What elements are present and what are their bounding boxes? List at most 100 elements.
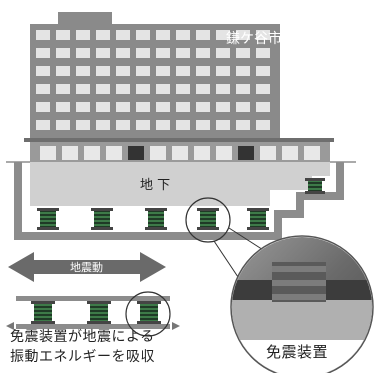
podium-window <box>150 146 166 160</box>
podium-window <box>282 146 298 160</box>
podium-window <box>194 146 210 160</box>
roof-penthouse <box>58 12 112 26</box>
window <box>176 84 190 94</box>
seismic-isolator <box>305 178 325 194</box>
window <box>256 30 270 40</box>
podium-window <box>260 146 276 160</box>
demo-highlight-circle <box>125 291 171 337</box>
window <box>96 66 110 76</box>
window <box>136 48 150 58</box>
window <box>236 30 250 40</box>
podium-window <box>216 146 232 160</box>
caption: 免震装置が地震による 振動エネルギーを吸収 <box>10 327 155 367</box>
window <box>96 48 110 58</box>
demo-bottom-plate <box>16 324 170 329</box>
window <box>156 84 170 94</box>
window <box>76 66 90 76</box>
window <box>236 102 250 112</box>
seismic-isolator <box>91 208 113 230</box>
demo-arrow-right <box>172 322 180 330</box>
seismic-isolator <box>37 208 59 230</box>
window <box>256 102 270 112</box>
window <box>76 84 90 94</box>
window <box>156 66 170 76</box>
window <box>56 84 70 94</box>
window <box>56 48 70 58</box>
podium-window <box>304 146 320 160</box>
window <box>176 120 190 130</box>
window <box>136 120 150 130</box>
window <box>36 120 50 130</box>
demo-arrow-left <box>6 322 14 330</box>
highlight-circle <box>185 197 231 243</box>
podium-roofline <box>24 138 334 142</box>
window <box>176 48 190 58</box>
window <box>196 120 210 130</box>
window <box>256 48 270 58</box>
window <box>36 48 50 58</box>
window <box>56 120 70 130</box>
demo-isolators <box>31 301 161 324</box>
window <box>196 84 210 94</box>
window <box>56 66 70 76</box>
building-windows <box>36 30 270 130</box>
seismic-isolator <box>137 301 161 324</box>
window <box>76 30 90 40</box>
window <box>116 102 130 112</box>
window <box>116 30 130 40</box>
window <box>136 30 150 40</box>
entrance-door <box>238 146 254 160</box>
window <box>236 66 250 76</box>
building-name: 鎌ケ谷市 <box>226 30 282 47</box>
podium-window <box>172 146 188 160</box>
window <box>96 84 110 94</box>
window <box>96 120 110 130</box>
motion-label: 地震動 <box>70 260 103 274</box>
window <box>176 30 190 40</box>
seismic-isolator <box>145 208 167 230</box>
window <box>196 66 210 76</box>
window <box>76 102 90 112</box>
window <box>236 48 250 58</box>
window <box>196 48 210 58</box>
window <box>36 30 50 40</box>
window <box>136 84 150 94</box>
window <box>236 120 250 130</box>
window <box>196 102 210 112</box>
window <box>156 102 170 112</box>
entrance-door <box>128 146 144 160</box>
window <box>116 84 130 94</box>
motion-arrow <box>8 252 166 282</box>
basement-block <box>30 162 330 206</box>
isolator-row <box>37 178 325 230</box>
window <box>96 102 110 112</box>
podium-window <box>106 146 122 160</box>
window <box>256 120 270 130</box>
podium-window <box>40 146 56 160</box>
basement-label: 地 下 <box>140 178 170 193</box>
window <box>256 84 270 94</box>
window <box>136 66 150 76</box>
window <box>256 66 270 76</box>
photo-label: 免震装置 <box>266 343 329 361</box>
window <box>56 102 70 112</box>
window <box>156 30 170 40</box>
window <box>116 66 130 76</box>
window <box>56 30 70 40</box>
window <box>76 120 90 130</box>
window <box>216 84 230 94</box>
window <box>36 102 50 112</box>
podium-windows <box>40 146 320 160</box>
demo-top-plate <box>16 296 170 301</box>
seismic-isolator <box>87 301 111 324</box>
window <box>216 102 230 112</box>
window <box>36 84 50 94</box>
window <box>136 102 150 112</box>
window <box>236 84 250 94</box>
seismic-isolator <box>247 208 269 230</box>
foundation-pit <box>14 162 344 240</box>
window <box>216 48 230 58</box>
window <box>76 48 90 58</box>
